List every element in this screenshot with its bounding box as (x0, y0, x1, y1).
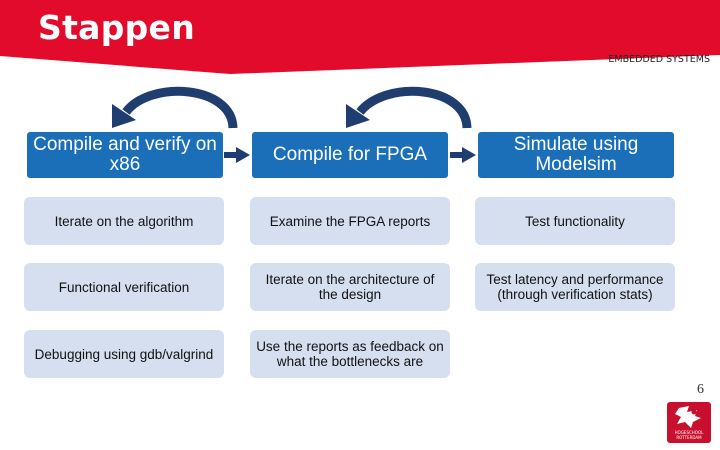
list-item: Examine the FPGA reports (250, 197, 450, 245)
list-item: Iterate on the architecture of the desig… (250, 263, 450, 311)
flow-arrows (112, 86, 476, 163)
right-arrow-icon (450, 147, 476, 163)
loop-arrow-icon (346, 86, 472, 129)
step-header-fpga: Compile for FPGA (252, 132, 448, 178)
loop-arrow-icon (112, 86, 238, 129)
slide-subtitle: EMBEDDED SYSTEMS (608, 54, 710, 65)
list-item: Use the reports as feedback on what the … (250, 330, 450, 378)
slide-title: Stappen (38, 8, 196, 47)
list-item: Debugging using gdb/valgrind (24, 330, 224, 378)
step-header-x86: Compile and verify on x86 (27, 132, 223, 178)
list-item: Test functionality (475, 197, 675, 245)
logo-emblem-icon (675, 406, 701, 428)
list-item: Test latency and performance (through ve… (475, 263, 675, 311)
hogeschool-rotterdam-logo: HOGESCHOOL ROTTERDAM (667, 402, 711, 443)
right-arrow-icon (224, 147, 250, 163)
logo-text-line1: HOGESCHOOL (674, 430, 704, 435)
page-number: 6 (697, 382, 704, 397)
list-item: Functional verification (24, 263, 224, 311)
list-item: Iterate on the algorithm (24, 197, 224, 245)
title-banner (0, 0, 720, 74)
logo-text-line2: ROTTERDAM (676, 435, 702, 440)
step-header-modelsim: Simulate using Modelsim (478, 132, 674, 178)
